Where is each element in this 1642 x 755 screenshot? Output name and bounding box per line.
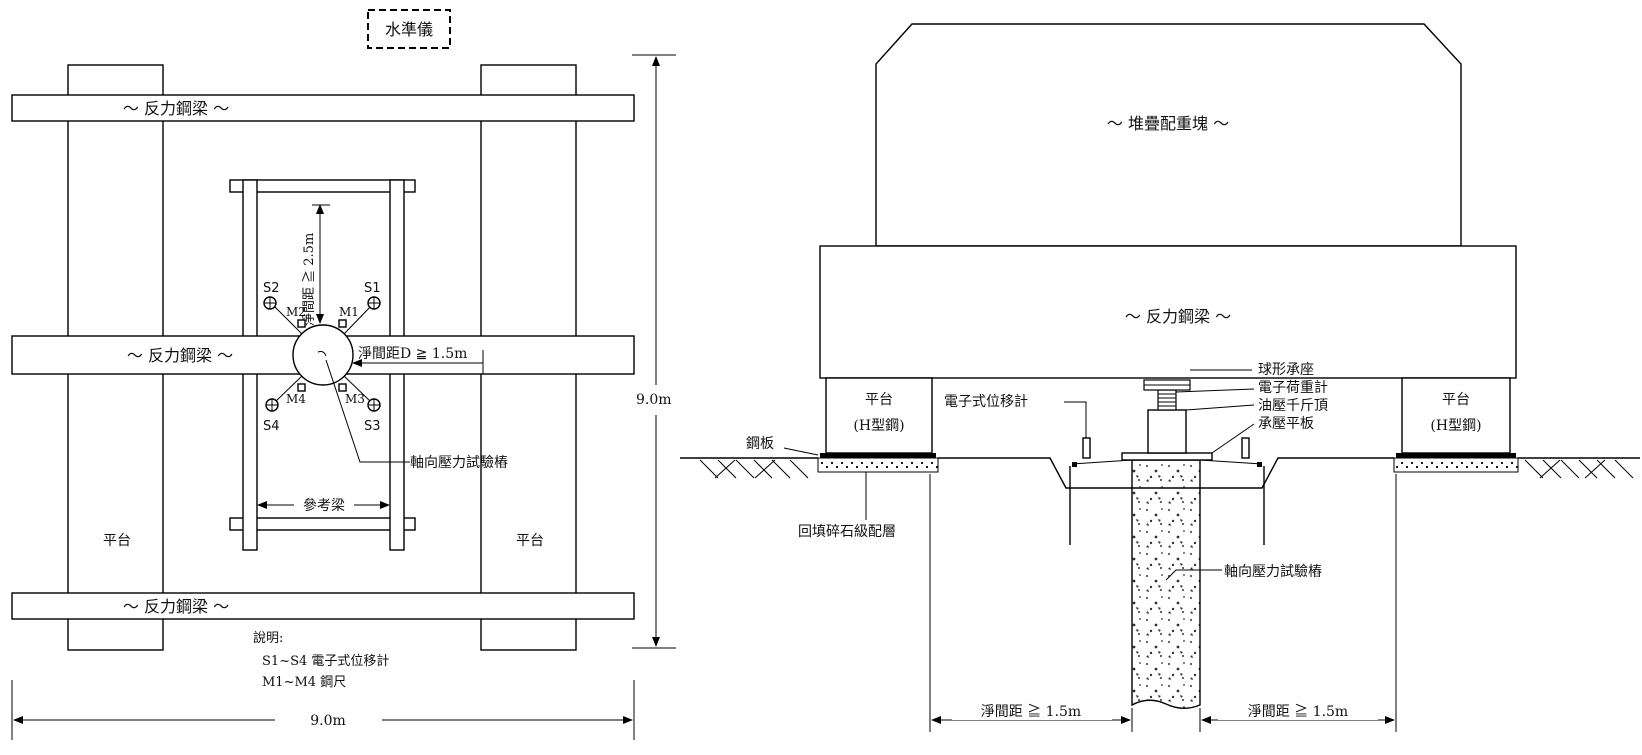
test-pile-leader-section: [1165, 569, 1222, 581]
ruler-m4-label: M4: [286, 392, 306, 406]
spherical-seat-label: 球形承座: [1258, 362, 1314, 378]
kentledge-block: [875, 23, 1462, 247]
sensor-s4: [265, 375, 303, 412]
test-pile-label-section: 軸向壓力試驗樁: [1224, 563, 1322, 580]
clear-dim-left-label-bg: [952, 704, 1112, 720]
ruler-m2-marker: [297, 319, 306, 328]
load-cell-label: 電子荷重計: [1258, 380, 1328, 396]
clear-distance-horizontal-label: 淨間距D ≧ 1.5m: [358, 346, 467, 362]
level-box: [367, 9, 451, 49]
ruler-m3-marker: [338, 383, 347, 392]
platform-right-section: [1401, 377, 1511, 454]
displacement-gauge-label: 電子式位移計: [944, 394, 1028, 410]
clear-dim-right-label-bg: [1218, 704, 1378, 720]
clear-dim-right-label: 淨間距 ≧ 1.5m: [1248, 704, 1348, 720]
test-pile-circle: [292, 324, 354, 386]
reaction-beam-top: [11, 94, 635, 122]
platform-right-label: 平台: [516, 533, 544, 549]
platform-left-section: [825, 377, 933, 454]
notes-line2: M1~M4 鋼尺: [262, 675, 346, 690]
displacement-gauge-right: [1199, 437, 1265, 545]
bearing-plate: [1121, 452, 1213, 461]
notes-line1: S1~S4 電子式位移計: [262, 653, 389, 669]
gauge-leader: [1064, 401, 1087, 438]
notes-title: 說明:: [253, 630, 283, 646]
width-dim-label: 9.0m: [310, 713, 346, 729]
bearing-plate-leader: [1211, 423, 1255, 454]
test-pile-leader: [325, 359, 410, 463]
ground-hatch-right: [1524, 459, 1634, 479]
sensor-s1: [343, 296, 381, 335]
reaction-beam-bottom: [11, 592, 635, 620]
ruler-m1-label: M1: [339, 305, 359, 319]
sensor-s1-label: S1: [364, 281, 381, 296]
level-label: 水準儀: [385, 20, 433, 39]
section-view: ～ 堆疊配重塊 ～ ～ 反力鋼梁 ～ 平台 (H型鋼) 平台 (H型鋼): [680, 23, 1640, 732]
jack-label: 油壓千斤頂: [1258, 398, 1328, 414]
reference-beam-top: [229, 179, 416, 193]
platform-right-label-2: (H型鋼): [1430, 418, 1481, 434]
ruler-m2-label: M2: [286, 305, 306, 319]
steel-plate-leader: [783, 447, 819, 456]
load-cell-leader: [1175, 388, 1255, 393]
sensor-s4-label: S4: [263, 419, 280, 434]
ruler-m3-label: M3: [345, 392, 365, 406]
plan-view: 水準儀 ～ 反力鋼梁 ～ ～ 反力鋼梁 ～ ～ 反力鋼梁 ～ 平台 平台 淨間距…: [11, 9, 676, 740]
platform-left-label-1: 平台: [865, 392, 893, 408]
test-pile-label: 軸向壓力試驗樁: [410, 454, 508, 471]
load-cell-rings: [1158, 393, 1176, 407]
hydraulic-jack: [1147, 409, 1187, 454]
reaction-beam-label: ～ 反力鋼梁 ～: [1125, 307, 1231, 326]
steel-plate-left: [820, 453, 936, 458]
clear-distance-vertical-label: 淨間距 ≧ 2.5m: [301, 233, 317, 326]
sensor-s3: [343, 375, 381, 412]
reaction-beam: [819, 245, 1517, 379]
gravel-layer-right: [1393, 457, 1519, 473]
bearing-plate-label: 承壓平板: [1258, 416, 1314, 432]
test-pile: [1131, 459, 1201, 709]
platform-left-label-2: (H型鋼): [853, 418, 904, 434]
sensor-s3-label: S3: [364, 419, 381, 434]
beam-top-label: ～ 反力鋼梁 ～: [123, 99, 229, 118]
ground-hatch-left: [699, 459, 809, 479]
platform-right-label-1: 平台: [1442, 392, 1470, 408]
ruler-m4-marker: [297, 383, 306, 392]
reference-beam-bottom: [229, 517, 416, 531]
reference-beam-label: 參考梁: [303, 498, 345, 514]
jack-leader: [1185, 404, 1255, 411]
sensor-s2: [263, 296, 303, 335]
platform-left-label: 平台: [103, 533, 131, 549]
gravel-layer-left: [817, 457, 939, 473]
backfill-label: 回填碎石級配層: [798, 524, 896, 540]
load-cell: [1157, 389, 1177, 411]
beam-bottom-label: ～ 反力鋼梁 ～: [123, 597, 229, 616]
sensor-s2-label: S2: [263, 281, 280, 296]
kentledge-label: ～ 堆疊配重塊 ～: [1107, 114, 1229, 133]
pile-center-mark: [317, 351, 327, 357]
height-dim-label: 9.0m: [636, 392, 672, 408]
clear-dim-left-label: 淨間距 ≧ 1.5m: [981, 704, 1081, 720]
beam-middle-label: ～ 反力鋼梁 ～: [127, 346, 233, 365]
steel-plate-label: 鋼板: [746, 436, 774, 452]
ruler-m1-marker: [338, 319, 347, 328]
steel-plate-right: [1396, 453, 1516, 458]
